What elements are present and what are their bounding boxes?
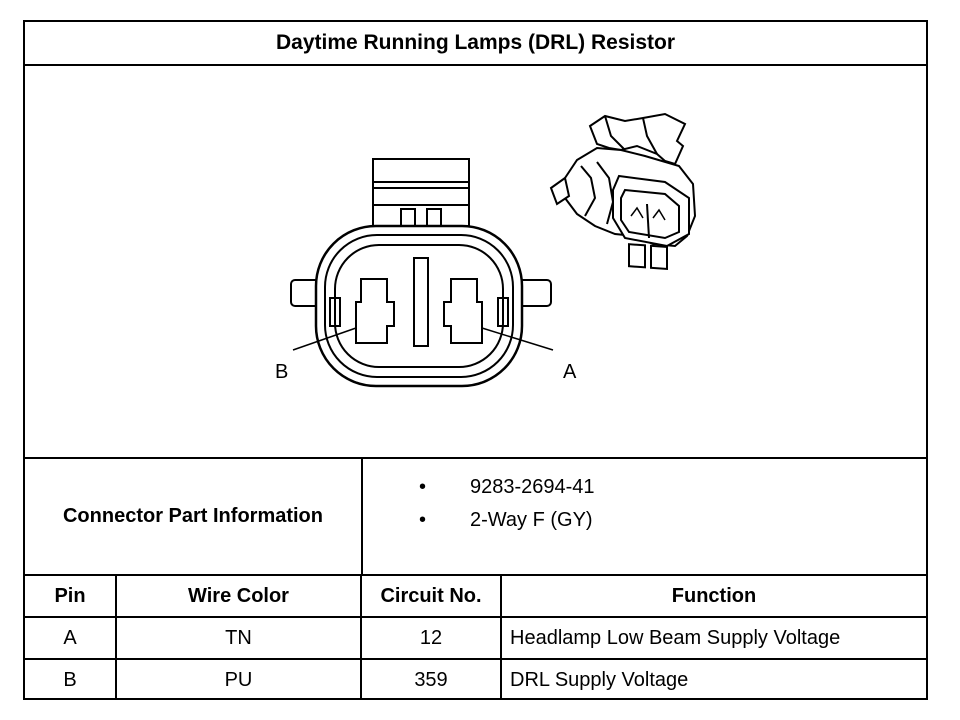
- pin-label-b: B: [275, 361, 288, 383]
- cell-pin: B: [25, 658, 117, 700]
- pin-label-a: A: [563, 361, 577, 383]
- connector-info-row: Connector Part Information • 9283-2694-4…: [25, 459, 926, 576]
- bullet: •: [419, 476, 427, 498]
- header-circuit: Circuit No.: [360, 576, 502, 618]
- diagram-frame: Daytime Running Lamps (DRL) Resistor: [23, 20, 928, 700]
- pin-table: Pin Wire Color Circuit No. Function A TN…: [25, 576, 926, 700]
- header-wire-color: Wire Color: [115, 576, 362, 618]
- cell-circuit: 12: [360, 616, 502, 660]
- bullet: •: [419, 509, 427, 531]
- table-row: B PU 359 DRL Supply Voltage: [25, 658, 926, 700]
- connector-isometric-view: [549, 112, 697, 270]
- table-row: A TN 12 Headlamp Low Beam Supply Voltage: [25, 616, 926, 660]
- cell-wire-color: TN: [115, 616, 362, 660]
- diagram-title: Daytime Running Lamps (DRL) Resistor: [25, 22, 926, 66]
- table-header-row: Pin Wire Color Circuit No. Function: [25, 576, 926, 618]
- connector-face-view: [290, 158, 554, 388]
- cell-wire-color: PU: [115, 658, 362, 700]
- cell-function: Headlamp Low Beam Supply Voltage: [500, 616, 926, 660]
- cell-pin: A: [25, 616, 117, 660]
- part-number: 9283-2694-41: [470, 476, 595, 498]
- header-pin: Pin: [25, 576, 117, 618]
- connector-info-list: • 9283-2694-41 • 2-Way F (GY): [367, 459, 926, 574]
- connector-illustration: B A: [275, 112, 697, 388]
- cell-function: DRL Supply Voltage: [500, 658, 926, 700]
- header-function: Function: [500, 576, 926, 618]
- cell-circuit: 359: [360, 658, 502, 700]
- connector-figure: B A: [25, 66, 926, 459]
- connector-info-label: Connector Part Information: [25, 459, 363, 574]
- connector-type: 2-Way F (GY): [470, 509, 593, 531]
